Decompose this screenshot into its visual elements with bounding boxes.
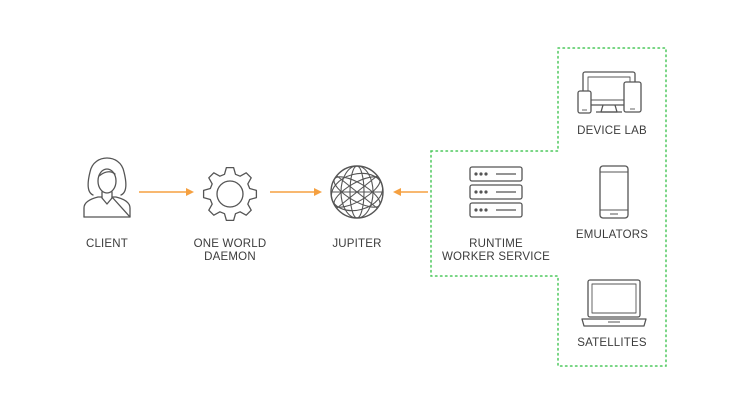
- daemon-label: ONE WORLD DAEMON: [180, 238, 280, 264]
- jupiter-label-text: JUPITER: [332, 238, 382, 250]
- server-rack-icon: [469, 166, 523, 218]
- worker-group-boundary: [430, 47, 667, 367]
- arrow-runtime-to-jupiter: [393, 188, 428, 196]
- devices-icon: [577, 71, 642, 114]
- arrow-client-to-daemon: [139, 188, 194, 196]
- smartphone-icon: [599, 165, 629, 219]
- device-lab-label-text: DEVICE LAB: [577, 125, 647, 137]
- emulators-label: EMULATORS: [567, 229, 657, 242]
- runtime-label-line2: WORKER SERVICE: [441, 251, 551, 263]
- emulators-label-text: EMULATORS: [575, 229, 649, 241]
- device-lab-label: DEVICE LAB: [567, 125, 657, 138]
- globe-icon: [330, 165, 384, 219]
- jupiter-label: JUPITER: [317, 238, 397, 251]
- runtime-label: RUNTIME WORKER SERVICE: [436, 238, 556, 264]
- satellites-label: SATELLITES: [567, 337, 657, 350]
- laptop-icon: [581, 279, 647, 327]
- runtime-label-line1: RUNTIME: [469, 238, 523, 250]
- client-label: CLIENT: [67, 238, 147, 251]
- person-icon: [83, 157, 131, 218]
- arrow-daemon-to-jupiter: [270, 188, 322, 196]
- daemon-label-line1: ONE WORLD: [193, 238, 267, 250]
- gear-icon: [202, 166, 258, 222]
- satellites-label-text: SATELLITES: [577, 337, 647, 349]
- client-label-text: CLIENT: [85, 238, 129, 250]
- daemon-label-line2: DAEMON: [204, 251, 256, 263]
- server-led-dots: [474, 172, 488, 212]
